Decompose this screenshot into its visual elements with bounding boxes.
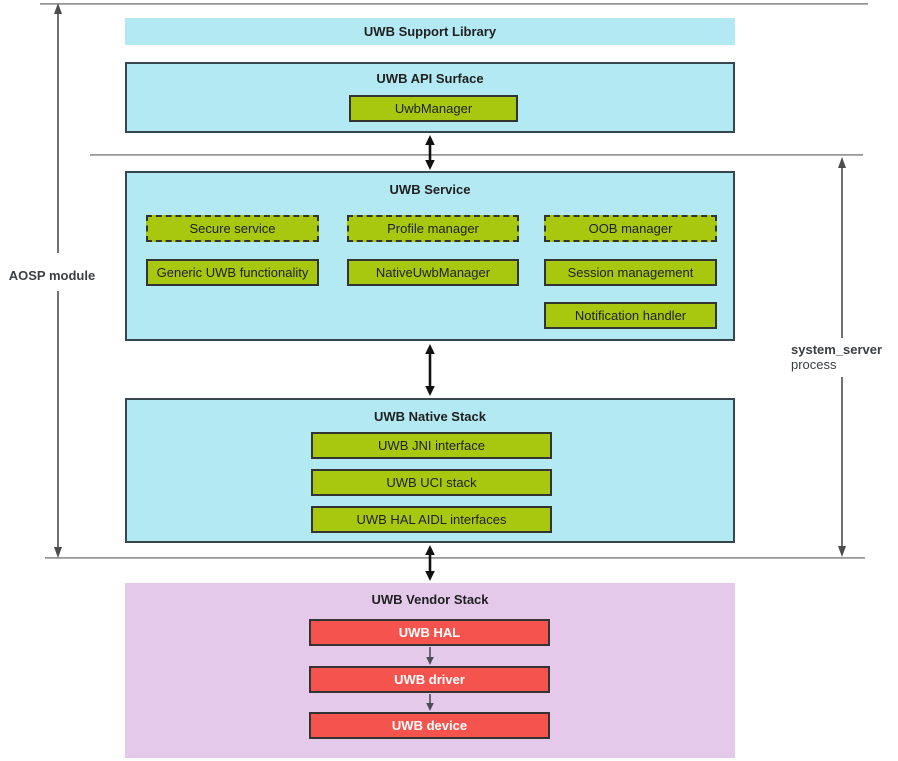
support-library-bar: UWB Support Library xyxy=(125,18,735,45)
native-stack-box: UWB Native Stack UWB JNI interface UWB U… xyxy=(125,398,735,543)
process-label: process xyxy=(791,357,837,372)
native-vendor-double-arrow-icon xyxy=(425,545,435,581)
native-stack-title: UWB Native Stack xyxy=(374,409,486,424)
vendor-boundary-line xyxy=(45,557,865,559)
uwb-hal-aidl-interfaces-box: UWB HAL AIDL interfaces xyxy=(311,506,552,533)
uwb-device-box: UWB device xyxy=(309,712,550,739)
api-surface-box: UWB API Surface UwbManager xyxy=(125,62,735,133)
system-server-label: system_server xyxy=(791,342,883,357)
oob-manager-box: OOB manager xyxy=(544,215,717,242)
session-management-box: Session management xyxy=(544,259,717,286)
notification-handler-box: Notification handler xyxy=(544,302,717,329)
aosp-module-label: AOSP module xyxy=(8,268,96,283)
hal-driver-arrow-icon xyxy=(426,647,434,665)
generic-uwb-functionality-box: Generic UWB functionality xyxy=(146,259,319,286)
support-library-title: UWB Support Library xyxy=(363,24,497,39)
top-boundary-line xyxy=(40,3,868,5)
vendor-stack-box: UWB Vendor Stack UWB HAL UWB driver UWB … xyxy=(125,583,735,758)
native-uwb-manager-box: NativeUwbManager xyxy=(347,259,519,286)
vendor-stack-title: UWB Vendor Stack xyxy=(371,592,489,607)
api-surface-title: UWB API Surface xyxy=(376,71,484,86)
api-service-double-arrow-icon xyxy=(425,135,435,170)
uwb-uci-stack-box: UWB UCI stack xyxy=(311,469,552,496)
uwb-driver-box: UWB driver xyxy=(309,666,550,693)
system-server-boundary-line xyxy=(90,154,863,156)
uwb-jni-interface-box: UWB JNI interface xyxy=(311,432,552,459)
service-title: UWB Service xyxy=(389,182,471,197)
aosp-module-span-arrow-icon xyxy=(54,3,62,558)
profile-manager-box: Profile manager xyxy=(347,215,519,242)
service-box: UWB Service Secure service Profile manag… xyxy=(125,171,735,341)
service-native-double-arrow-icon xyxy=(425,344,435,396)
secure-service-box: Secure service xyxy=(146,215,319,242)
uwb-hal-box: UWB HAL xyxy=(309,619,550,646)
driver-device-arrow-icon xyxy=(426,694,434,711)
system-server-span-arrow-icon xyxy=(838,157,846,557)
uwb-manager-box: UwbManager xyxy=(349,95,518,122)
